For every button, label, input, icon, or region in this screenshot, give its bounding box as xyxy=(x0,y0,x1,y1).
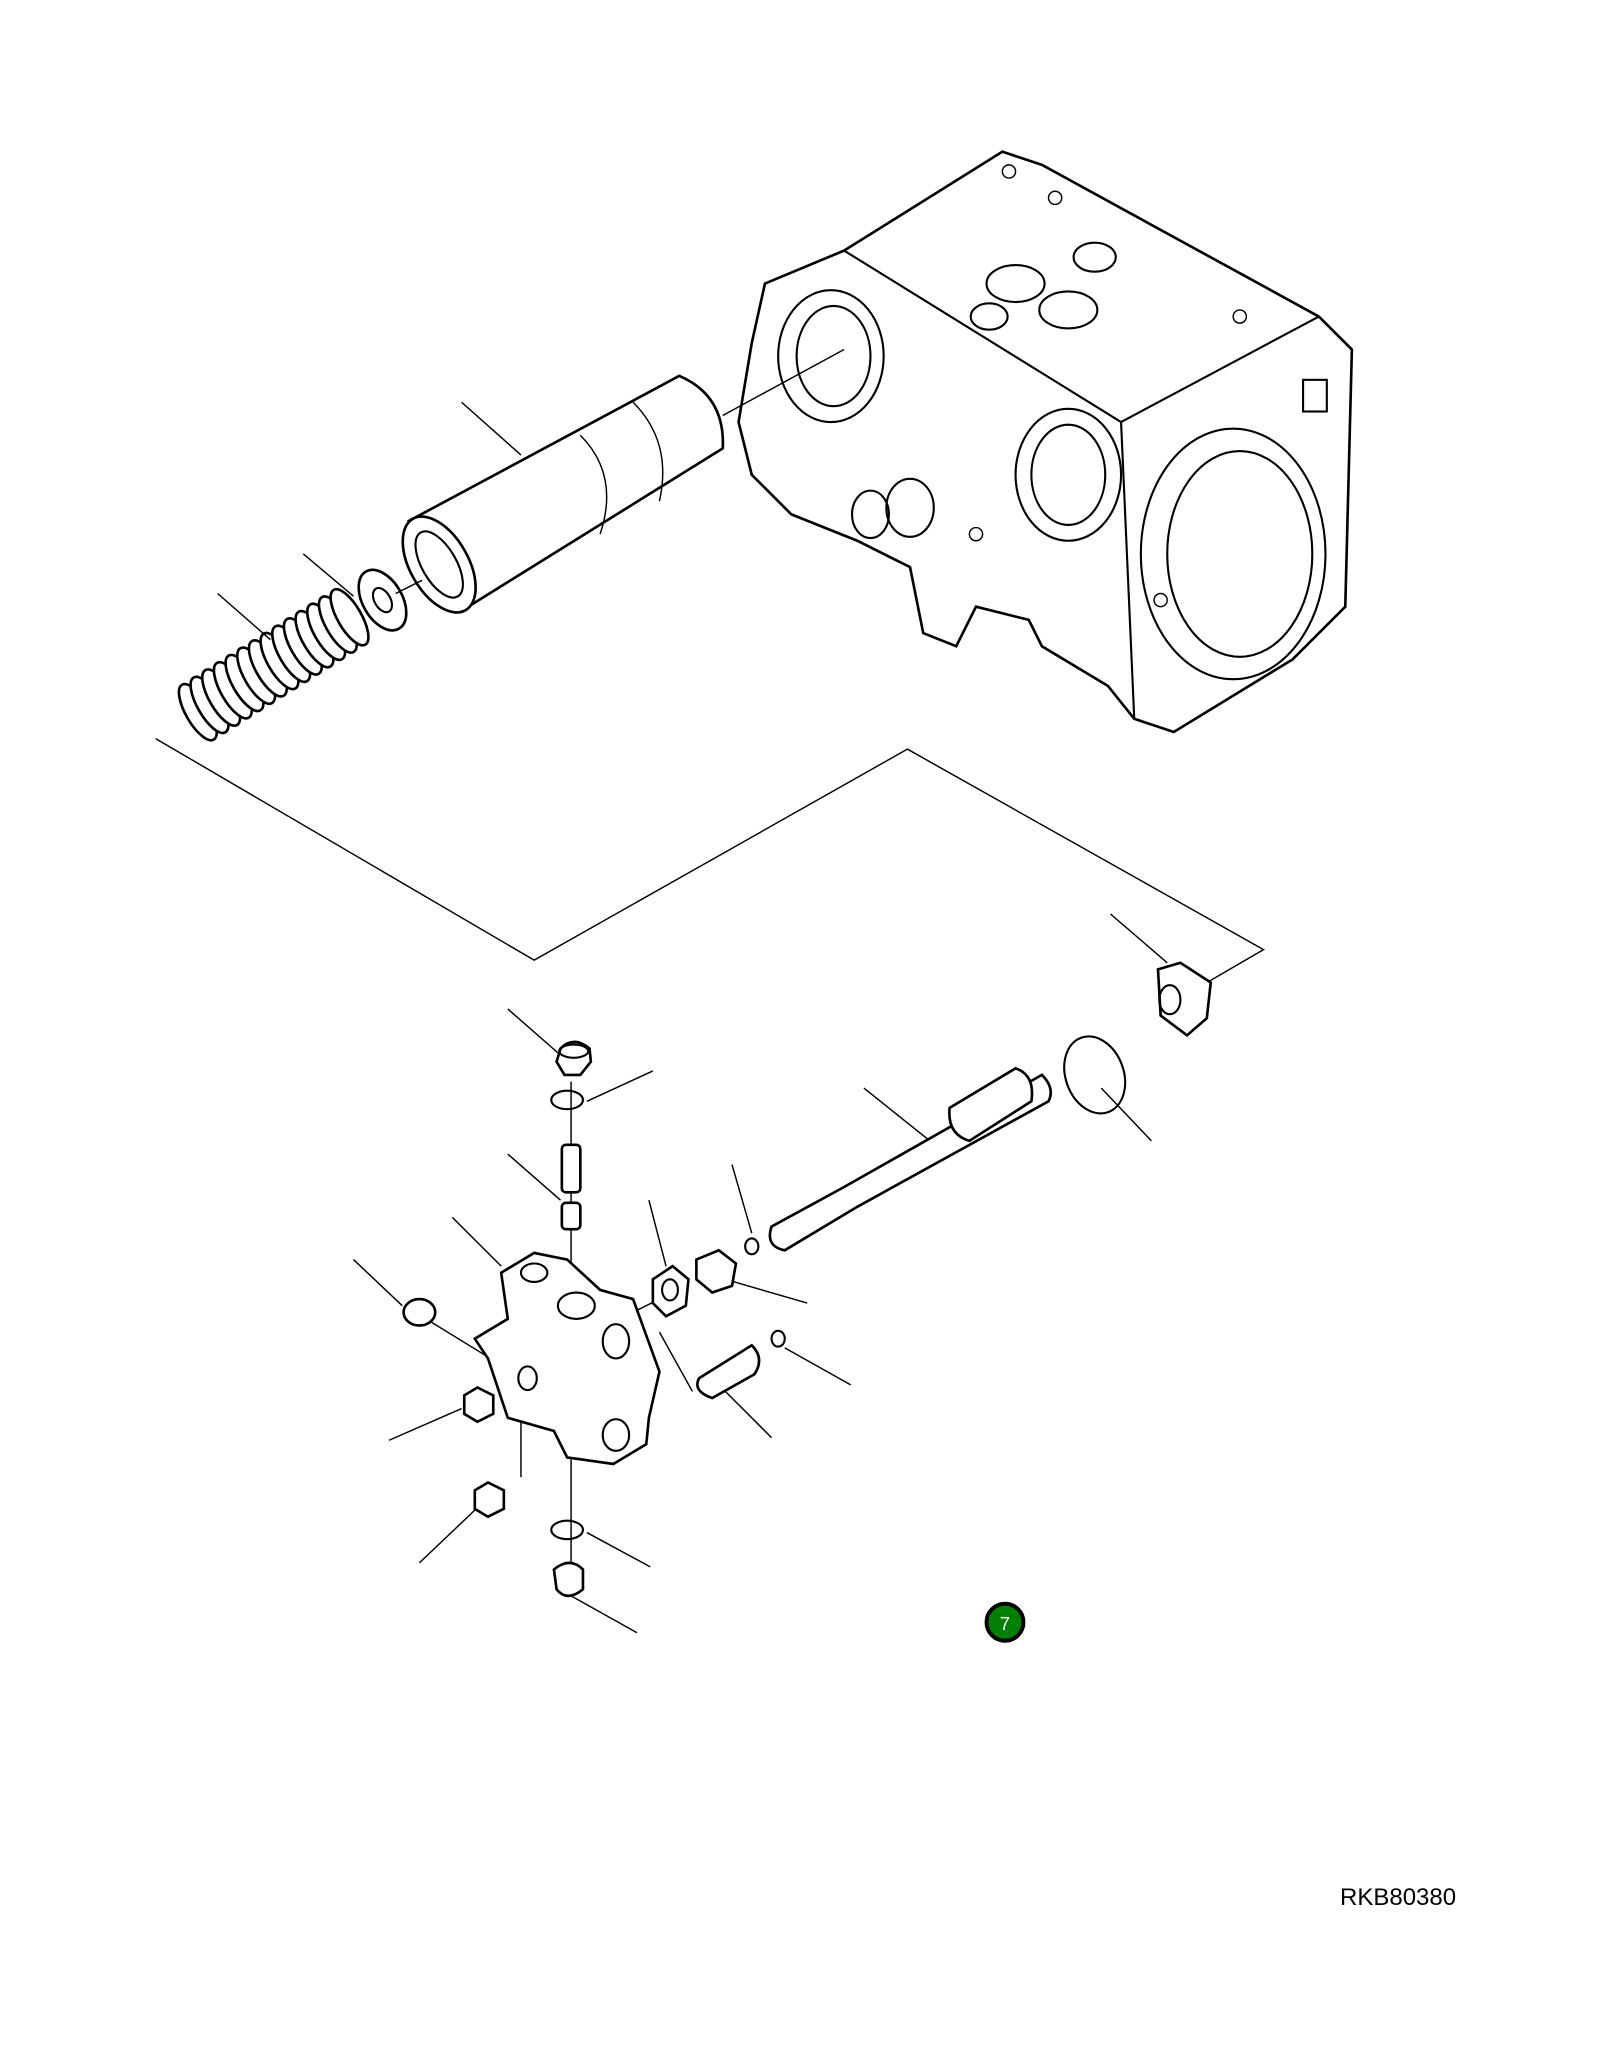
spring xyxy=(177,587,370,742)
svg-text:7: 7 xyxy=(1000,1613,1010,1634)
sleeve xyxy=(401,348,845,614)
spring-coil xyxy=(329,587,370,647)
pump-housing xyxy=(737,150,1354,734)
assembly-bracket-line xyxy=(155,737,1265,984)
page-badge: 7 xyxy=(984,1601,1026,1643)
washer xyxy=(357,568,423,632)
small-parts xyxy=(402,961,1213,1598)
valve-block xyxy=(472,1251,661,1466)
drawing-code: RKB80380 xyxy=(1340,1884,1457,1911)
